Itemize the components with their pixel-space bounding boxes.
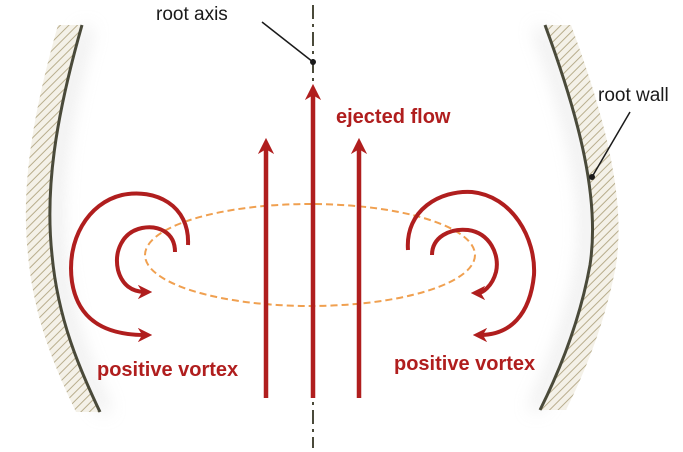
root-axis-point [310, 59, 316, 65]
root-axis-label: root axis [156, 4, 228, 25]
right-positive-vortex [405, 189, 537, 343]
root-wall-label: root wall [598, 85, 669, 106]
root-wall-leader [591, 111, 631, 178]
left-positive-vortex [69, 191, 191, 343]
vortex-ring-ellipse [144, 203, 476, 307]
left-vortex-outer-arrow [69, 191, 191, 343]
root-axis-leader [261, 21, 314, 63]
right-vortex-inner-arrow [430, 227, 499, 301]
right-root-wall [530, 24, 619, 411]
left-root-wall [25, 24, 110, 413]
left-vortex-inner-arrow [115, 225, 177, 300]
positive-vortex-left-label: positive vortex [97, 359, 238, 381]
positive-vortex-right-label: positive vortex [394, 353, 535, 375]
ejected-flow-arrows [257, 83, 368, 398]
root-wall-point [589, 174, 595, 180]
right-vortex-outer-arrow [405, 189, 537, 343]
ejected-flow-label: ejected flow [336, 106, 451, 128]
